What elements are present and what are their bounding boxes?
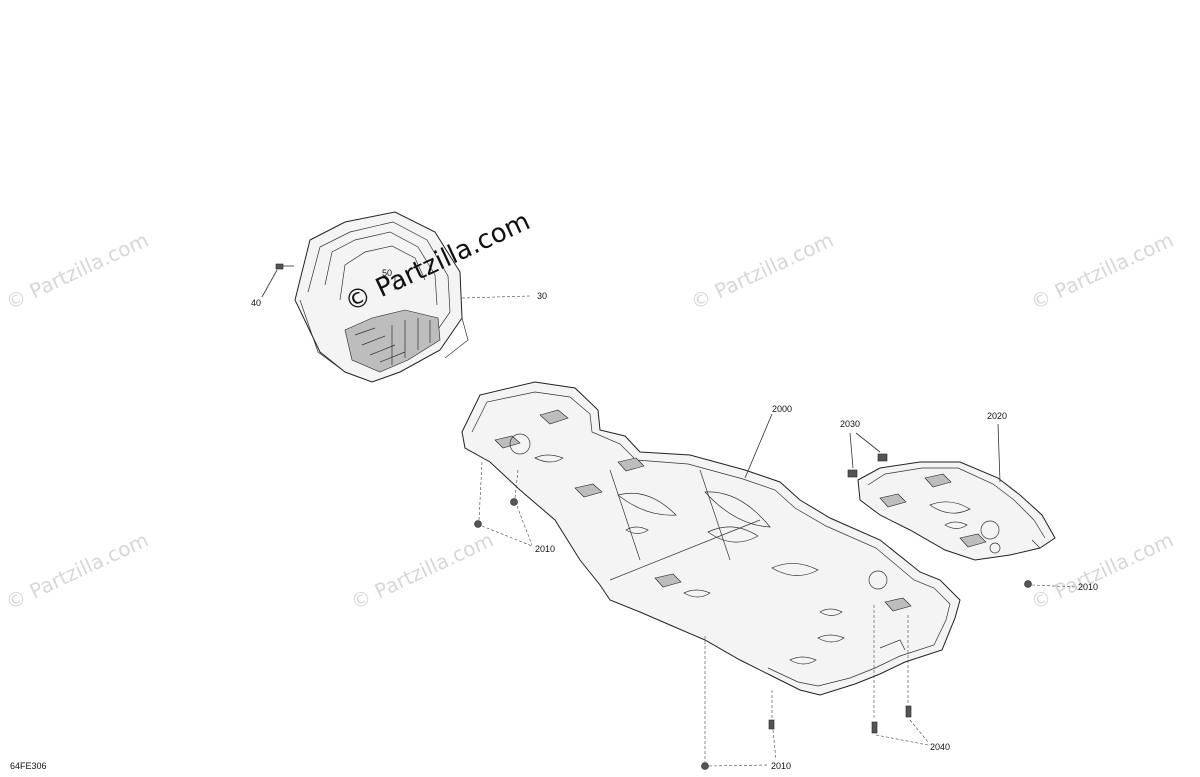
bolt-icon	[510, 498, 518, 506]
callout-50: 50	[382, 268, 392, 278]
callout-40: 40	[251, 298, 261, 308]
watermark: © Partzilla.com	[687, 228, 837, 315]
callout-2000: 2000	[772, 404, 792, 414]
watermark: © Partzilla.com	[2, 228, 152, 315]
drawing-code: 64FE306	[10, 761, 47, 771]
part-30-storage-bin	[261, 211, 531, 383]
part-2030-clips	[847, 432, 888, 478]
bolt-icon	[701, 762, 709, 770]
callout-2030: 2030	[840, 419, 860, 429]
fasteners-2010	[474, 461, 1077, 770]
bolt-icon	[275, 263, 294, 270]
part-2000-skid-plate	[461, 381, 961, 696]
callout-2040: 2040	[930, 742, 950, 752]
part-2020-rear-plate	[857, 423, 1056, 561]
callout-2010-left: 2010	[535, 544, 555, 554]
fasteners-2040	[871, 539, 1041, 746]
watermark: © Partzilla.com	[347, 528, 497, 615]
callout-2010-right: 2010	[1078, 582, 1098, 592]
push-rivet-icon	[847, 469, 858, 478]
bolt-icon	[1024, 580, 1032, 588]
watermark: © Partzilla.com	[1027, 228, 1177, 315]
push-rivet-icon	[877, 453, 888, 462]
bolt-icon	[768, 719, 775, 730]
callout-2020: 2020	[987, 411, 1007, 421]
bolt-icon	[474, 520, 482, 528]
callout-2010-bottom: 2010	[771, 761, 791, 771]
callout-30: 30	[537, 291, 547, 301]
bolt-icon	[905, 705, 912, 718]
watermark: © Partzilla.com	[2, 528, 152, 615]
bolt-icon	[871, 721, 878, 734]
